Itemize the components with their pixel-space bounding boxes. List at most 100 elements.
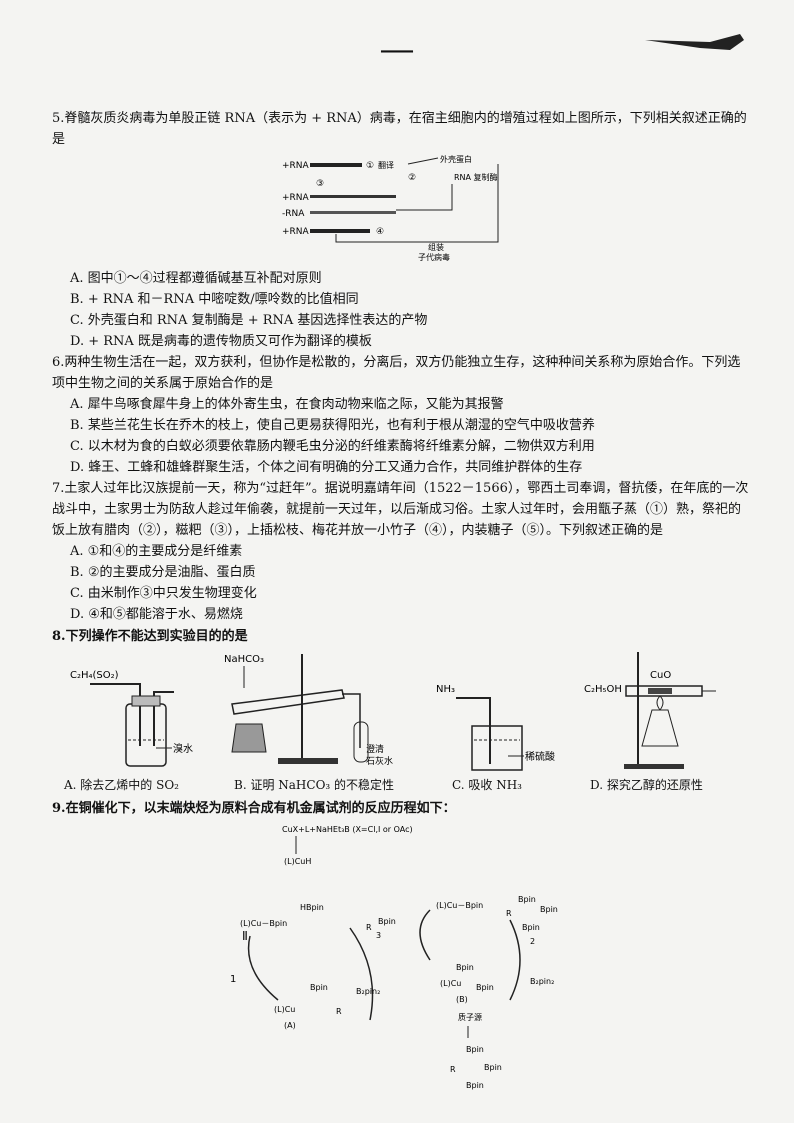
fig-d-caption: D. 探究乙醇的还原性 [590, 778, 703, 792]
apparatus-a: C₂H₄(SO₂) 溴水 [70, 670, 193, 767]
bpin-b-1: Bpin [456, 963, 474, 972]
q6-option-d: D. 蜂王、工蜂和雄蜂群聚生活，个体之间有明确的分工又通力合作，共同维护群体的生… [70, 460, 583, 475]
fig-d-gas: C₂H₅OH [584, 684, 622, 695]
fig-d-stand-base [624, 764, 684, 769]
bpin-right-1: Bpin [518, 895, 536, 904]
q6-option-a: A. 犀牛鸟啄食犀牛身上的体外寄生虫，在食肉动物来临之际，又能为其报警 [70, 397, 504, 412]
q5-option-d: D. + RNA 既是病毒的遗传物质又可作为翻译的模板 [70, 334, 372, 349]
header-dash: —— [380, 40, 414, 61]
translation-label: 翻译 [378, 161, 394, 170]
proton-source-label: 质子源 [458, 1012, 482, 1022]
bpin-center: Bpin [378, 917, 396, 926]
r-right: R [506, 909, 512, 918]
hbpin-label: HBpin [300, 903, 324, 912]
question-9-stem: 9.在铜催化下，以末端炔烃为原料合成有机金属试剂的反应历程如下： [52, 801, 456, 816]
assembly-label: 组装 [428, 242, 444, 252]
question-5-stem: 5.脊髓灰质炎病毒为单股正链 RNA（表示为 + RNA）病毒，在宿主细胞内的增… [52, 111, 747, 147]
strand-3-bar [310, 211, 396, 214]
fig-c-caption: C. 吸收 NH₃ [452, 778, 522, 792]
question-8: 8.下列操作不能达到实验目的的是 [52, 626, 752, 647]
bpin-prod-2: Bpin [484, 1063, 502, 1072]
catalyst-system: CuX+L+NaHEt₃B (X=Cl,I or OAc) [282, 825, 413, 834]
fig-b-caption: B. 证明 NaHCO₃ 的不稳定性 [234, 778, 395, 792]
r-center: R [366, 923, 372, 932]
r-prod: R [450, 1065, 456, 1074]
fig-b-burner [231, 723, 267, 753]
left-cycle-arc-2 [247, 935, 279, 1001]
fig-a-gas: C₂H₄(SO₂) [70, 670, 119, 681]
fig-a-inlet-tube [90, 683, 141, 746]
fig-b-reagent: NaHCO₃ [224, 654, 264, 665]
compound-3-label: 3 [376, 931, 381, 940]
bpin-right-2: Bpin [540, 905, 558, 914]
assembly-line [335, 164, 499, 243]
strand-1-bar [310, 163, 362, 167]
replicase-arrow [396, 184, 453, 211]
bpin-prod-1: Bpin [466, 1045, 484, 1054]
progeny-label: 子代病毒 [418, 252, 450, 262]
question-5: 5.脊髓灰质炎病毒为单股正链 RNA（表示为 + RNA）病毒，在宿主细胞内的增… [52, 108, 752, 150]
compound-1-label: 1 [230, 974, 236, 985]
apparatus-c: NH₃ 稀硫酸 [436, 684, 555, 771]
cu-a: (L)Cu [274, 1005, 295, 1014]
strand-2-bar [310, 195, 396, 198]
circle-2: ② [408, 173, 416, 183]
fig-b-test-tube [231, 689, 345, 715]
reaction-mechanism-scheme: CuX+L+NaHEt₃B (X=Cl,I or OAc) (L)CuH HBp… [230, 825, 558, 1090]
strand-3-label: -RNA [282, 209, 305, 219]
bpin-right-3: Bpin [522, 923, 540, 932]
fig-c-tube [456, 697, 491, 764]
fig-d-reagent: CuO [650, 670, 671, 681]
q5-option-a: A. 图中①～④过程都遵循碱基互补配对原则 [70, 271, 322, 286]
strand-4-label: +RNA [282, 227, 310, 237]
q5-option-c: C. 外壳蛋白和 RNA 复制酶是 + RNA 基因选择性表达的产物 [70, 313, 428, 328]
fig-b-receiving-tube [353, 721, 369, 763]
compound-2-label: 2 [530, 937, 535, 946]
virus-replication-diagram: +RNA ① 翻译 外壳蛋白 ② RNA 复制酶 ③ +RNA -RNA +RN… [282, 154, 499, 262]
corner-stamp [645, 34, 744, 50]
q7-option-c: C. 由米制作③中只发生物理变化 [70, 586, 257, 601]
fig-c-label: 稀硫酸 [525, 750, 555, 763]
fig-d-lamp [641, 709, 679, 747]
fig-d-cuo [648, 688, 672, 694]
strand-2-label: +RNA [282, 193, 310, 203]
shell-protein-label: 外壳蛋白 [440, 154, 472, 164]
fig-b-label-2: 石灰水 [366, 755, 393, 767]
circle-4: ④ [376, 227, 384, 237]
r-a: R [336, 1007, 342, 1016]
question-7: 7.土家人过年比汉族提前一天，称为“过赶年”。据说明嘉靖年间（1522－1566… [52, 478, 752, 625]
q6-option-b: B. 某些兰花生长在乔木的枝上，使自己更易获得阳光，也有利于根从潮湿的空气中吸收… [70, 418, 595, 433]
label-b: (B) [456, 995, 468, 1004]
cu-bpin-right: (L)Cu－Bpin [436, 901, 483, 910]
fig-c-gas: NH₃ [436, 684, 455, 695]
apparatus-b: NaHCO₃ 澄清 石灰水 [224, 654, 393, 767]
question-9: 9.在铜催化下，以末端炔烃为原料合成有机金属试剂的反应历程如下： [52, 798, 752, 819]
question-5-options: A. 图中①～④过程都遵循碱基互补配对原则 B. + RNA 和－RNA 中嘧啶… [52, 268, 752, 352]
q7-option-d: D. ④和⑤都能溶于水、易燃烧 [70, 607, 243, 622]
cuh-label: (L)CuH [284, 857, 311, 866]
fig-b-label-1: 澄清 [366, 743, 384, 755]
question-6-stem: 6.两种生物生活在一起，双方获利，但协作是松散的，分离后，双方仍能独立生存，这种… [52, 355, 741, 391]
question-6: 6.两种生物生活在一起，双方获利，但协作是松散的，分离后，双方仍能独立生存，这种… [52, 352, 752, 478]
fig-d-flame [656, 695, 664, 711]
b2pin2-right: B₂pin₂ [530, 977, 554, 986]
fig-a-stopper [131, 695, 161, 707]
label-a: (A) [284, 1021, 296, 1030]
rna-replicase-label: RNA 复制酶 [454, 172, 498, 182]
cu-b: (L)Cu [440, 979, 461, 988]
arrow-1 [407, 157, 439, 165]
q6-option-c: C. 以木材为食的白蚁必须要依靠肠内鞭毛虫分泌的纤维素酶将纤维素分解，二物供双方… [70, 439, 595, 454]
fig-a-caption: A. 除去乙烯中的 SO₂ [64, 778, 179, 792]
q7-option-b: B. ②的主要成分是油脂、蛋白质 [70, 565, 256, 580]
left-margin-mark: Ⅱ [242, 929, 248, 943]
fig-b-stand-base [278, 758, 338, 764]
fig-a-label: 溴水 [173, 742, 193, 755]
bpin-b-2: Bpin [476, 983, 494, 992]
cu-bpin-left: (L)Cu－Bpin [240, 919, 287, 928]
apparatus-d: C₂H₅OH CuO [584, 652, 716, 769]
strand-4-bar [310, 229, 370, 233]
bpin-prod-3: Bpin [466, 1081, 484, 1090]
circle-3: ③ [316, 179, 324, 189]
left-cycle-arc [349, 927, 374, 1021]
question-8-stem: 8.下列操作不能达到实验目的的是 [52, 629, 248, 644]
